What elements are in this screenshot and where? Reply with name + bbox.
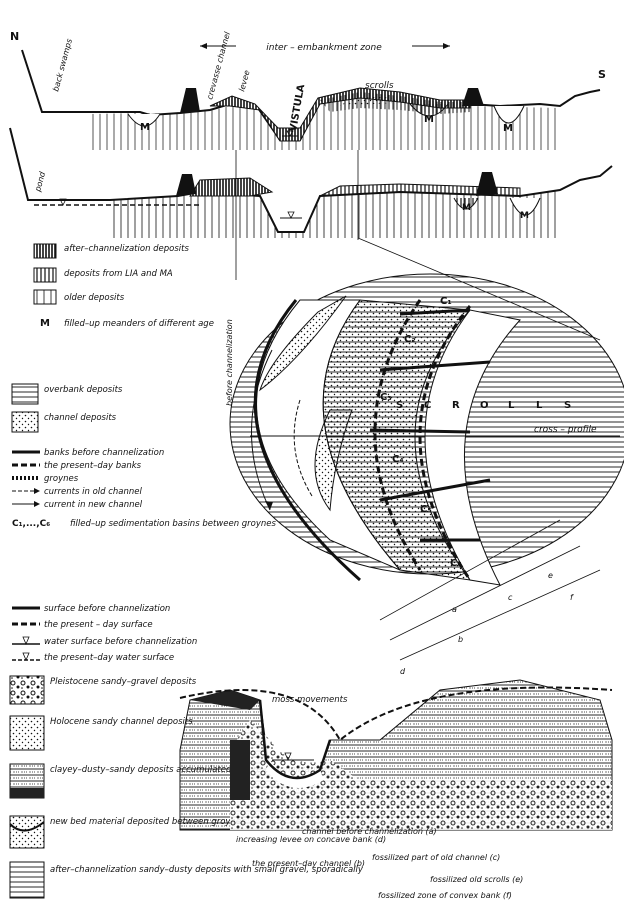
legend-filled-meanders: filled–up meanders of different age <box>64 319 214 329</box>
zone-label: inter – embankment zone <box>266 43 382 53</box>
legend-water-before: water surface before channelization <box>44 637 197 647</box>
legend-top: after–channelization deposits deposits f… <box>33 243 214 329</box>
legend-after-channelization: after–channelization deposits <box>64 244 190 254</box>
basin-c6: C₆ <box>450 558 462 569</box>
scrolls-letter-5: L <box>508 400 515 411</box>
cross-section: moss movements increasing levee on conca… <box>179 679 613 900</box>
south-label: S <box>598 68 606 81</box>
meander-3: M <box>503 123 513 134</box>
north-label: N <box>10 30 19 43</box>
meander-4: M <box>462 203 471 213</box>
legend-groynes: groynes <box>44 474 79 484</box>
legend-m-symbol: M <box>40 318 50 329</box>
legend-overbank: overbank deposits <box>44 385 123 395</box>
meander-5: M <box>520 211 529 221</box>
legend-holocene: Holocene sandy channel deposits <box>50 717 193 727</box>
plan-map: cross – profile S C R O L L S C₁ C₂ C₃ C… <box>229 273 624 676</box>
legend-surface-before: surface before channelization <box>44 604 170 614</box>
scrolls-label: scrolls <box>365 81 394 91</box>
label-present-channel: the present–day channel (b) <box>252 859 365 868</box>
legend-banks-before: banks before channelization <box>44 448 164 458</box>
map-letter-b: b <box>458 635 463 644</box>
map-letter-c: c <box>508 593 513 602</box>
meander-1: M <box>140 122 150 133</box>
legend-basins-symbol: C₁,...,C₆ <box>12 519 50 529</box>
legend-present-banks: the present–day banks <box>44 461 142 471</box>
legend-new-bed: new bed material deposited between groyn… <box>50 817 246 827</box>
basin-c2: C₂ <box>404 334 416 345</box>
legend-before-channelization: before channelization <box>225 319 234 406</box>
map-letter-a: a <box>452 605 457 614</box>
levee-label: levee <box>237 69 251 92</box>
scrolls-letter-4: O <box>480 400 489 411</box>
legend-after-sandy: after–channelization sandy–dusty deposit… <box>50 865 364 875</box>
scrolls-letter-6: L <box>536 400 543 411</box>
scrolls-letter-7: S <box>564 400 571 411</box>
basin-c4: C₄ <box>392 454 404 465</box>
legend-pleistocene: Pleistocene sandy–gravel deposits <box>50 677 197 687</box>
crevasse-channel-label: crevasse channel <box>205 30 232 100</box>
legend-basins-text: filled–up sedimentation basins between g… <box>70 519 277 529</box>
label-channel-before: channel before channelization (a) <box>302 827 437 836</box>
legend-currents-old: currents in old channel <box>44 487 143 497</box>
pond-label: pond <box>33 170 47 194</box>
legend-lia-ma: deposits from LIA and MA <box>64 269 173 279</box>
legend-middle: overbank deposits channel deposits befor… <box>11 319 277 529</box>
label-fossilized-scrolls: fossilized old scrolls (e) <box>430 875 523 884</box>
basin-c3: C₃ <box>380 392 392 403</box>
cross-profile-label: cross – profile <box>534 425 597 435</box>
basin-c5: C₅ <box>420 504 432 515</box>
label-fossilized-old-channel: fossilized part of old channel (c) <box>372 853 500 862</box>
label-fossilized-convex: fossilized zone of convex bank (f) <box>378 891 512 900</box>
map-letter-f: f <box>570 593 574 602</box>
scrolls-word: S C R O L L S <box>396 400 571 411</box>
back-swamps-label: back swamps <box>51 38 74 93</box>
legend-current-new: current in new channel <box>44 500 143 510</box>
meander-2: M <box>424 114 434 125</box>
legend-present-surface: the present – day surface <box>44 620 153 630</box>
moss-movements-label: moss movements <box>272 695 348 705</box>
scrolls-letter-1: S <box>396 400 403 411</box>
scrolls-letter-3: R <box>452 400 460 411</box>
legend-water-present: the present–day water surface <box>44 653 174 663</box>
map-letter-d: d <box>400 667 406 676</box>
basin-c1: C₁ <box>440 296 452 307</box>
legend-channel-deposits: channel deposits <box>44 413 117 423</box>
label-increasing-levee: increasing levee on concave bank (d) <box>236 835 386 844</box>
legend-older-deposits: older deposits <box>64 293 125 303</box>
legend-lines: surface before channelization the presen… <box>12 604 197 663</box>
scrolls-letter-2: C <box>424 400 431 411</box>
map-letter-e: e <box>548 571 553 580</box>
